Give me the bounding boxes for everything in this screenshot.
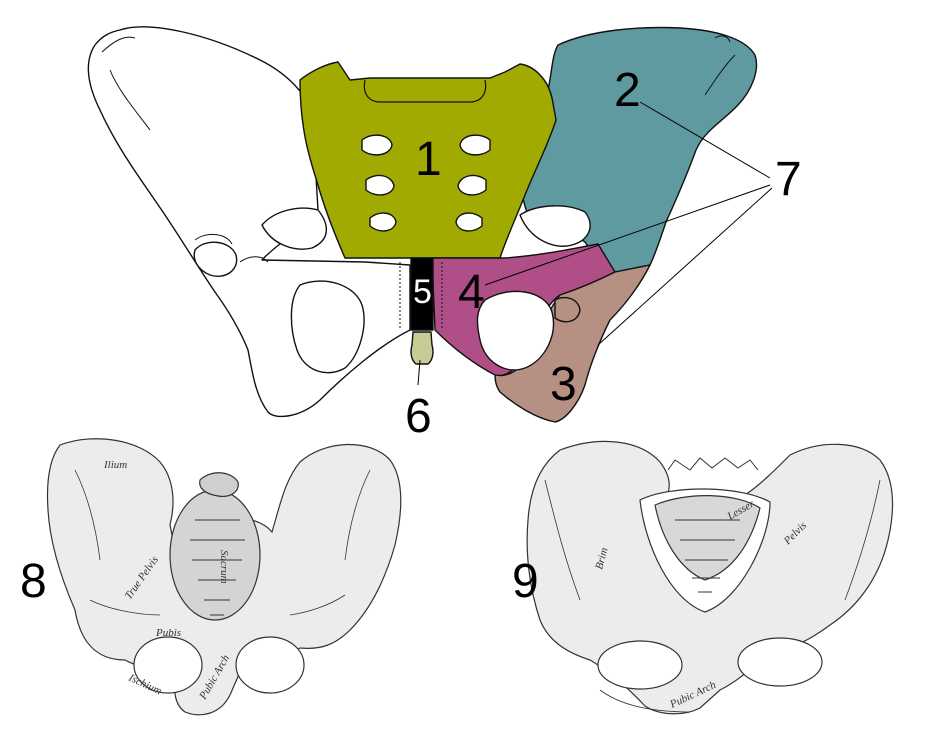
label-female-pelvis: 9 [512,555,539,608]
sacral-foramina [361,134,491,232]
male-ilium-text: Ilium [103,459,127,471]
male-pubis-text: Pubis [155,627,181,639]
label-sacrum: 1 [415,133,442,186]
acetabular-notch [554,297,581,323]
label-pubis: 4 [458,266,485,319]
pubic-symphysis [410,257,434,331]
left-acetabulum [193,241,238,277]
female-brim-text: Brim [593,546,610,570]
sacral-promontory [363,79,487,103]
label-acetabulum: 7 [775,153,802,206]
coccyx [410,331,434,365]
label-ilium: 2 [614,64,641,117]
left-ilium-inner [261,207,327,250]
label-male-pelvis: 8 [20,555,47,608]
obturator-foramen [476,290,555,371]
left-iliac-line [101,36,269,263]
ilium-crest-detail [704,35,736,96]
male-pelvis-engraving [46,438,402,716]
left-obturator-foramen [290,280,365,374]
ilium-inner-fossa [519,205,591,247]
label-ischium: 3 [550,358,577,411]
label-pubic-symphysis: 5 [413,273,432,311]
schematic-pelvis [87,26,758,423]
sacrum-region [299,61,557,259]
label-coccyx: 6 [405,390,432,443]
male-sacrum-text: Sacrum [218,550,230,584]
leader-lines [417,101,773,386]
female-pelvis-engraving [526,440,894,715]
